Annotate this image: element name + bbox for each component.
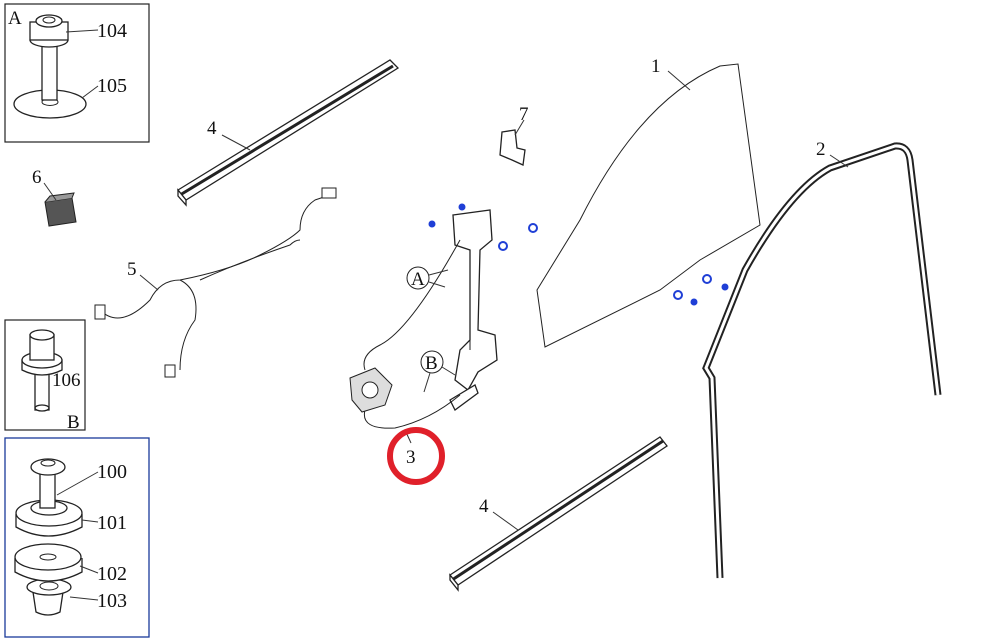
nut-icon — [721, 283, 729, 291]
hardware-stack-icon — [14, 458, 83, 616]
group-a-letter: A — [411, 269, 425, 290]
detail-a-letter: A — [8, 8, 22, 29]
callout-105: 105 — [97, 75, 127, 97]
callout-2: 2 — [816, 139, 826, 160]
nut-icon — [690, 298, 698, 306]
bolt-104-105-icon — [13, 14, 87, 119]
window-regulator — [349, 209, 498, 444]
belt-seal-lower: 4 — [449, 436, 668, 592]
washer-icon — [528, 223, 538, 233]
callout-106: 106 — [52, 370, 81, 391]
detail-box-a: A 104 105 — [4, 3, 150, 143]
callout-100: 100 — [97, 461, 127, 483]
callout-1: 1 — [651, 56, 661, 77]
callout-101: 101 — [97, 512, 127, 534]
wire-harness: 5 — [94, 187, 337, 378]
screw-icon — [428, 220, 436, 228]
group-b-letter: B — [425, 353, 438, 374]
washer-icon — [673, 290, 683, 300]
belt-seal-upper: 4 — [177, 59, 400, 207]
callout-102: 102 — [97, 563, 127, 585]
regulator-callout: 3 — [387, 427, 445, 485]
callout-6: 6 — [32, 167, 42, 188]
washer-icon — [498, 241, 508, 251]
callout-4-lower: 4 — [479, 496, 489, 517]
callout-3: 3 — [406, 447, 416, 468]
callout-7: 7 — [519, 104, 529, 125]
bolt-106-icon — [21, 329, 63, 412]
fastener-group-a: A — [406, 266, 449, 290]
washer-icon — [702, 274, 712, 284]
detail-box-b: 106 B — [4, 319, 86, 433]
detail-box-hardware: 100 101 102 103 — [4, 437, 150, 638]
callout-4-upper: 4 — [207, 118, 217, 139]
screw-icon — [458, 203, 466, 211]
bracket: 7 — [499, 104, 529, 166]
highlight-circle — [387, 427, 445, 485]
callout-5: 5 — [127, 259, 137, 280]
fasteners-blue — [428, 203, 729, 306]
callout-103: 103 — [97, 590, 127, 612]
fastener-group-b: B — [420, 350, 456, 393]
door-glass: 1 — [536, 56, 761, 348]
callout-104: 104 — [97, 20, 127, 42]
window-switch: 6 — [32, 167, 77, 227]
detail-b-letter: B — [67, 412, 80, 433]
glass-run-channel: 2 — [702, 139, 942, 579]
